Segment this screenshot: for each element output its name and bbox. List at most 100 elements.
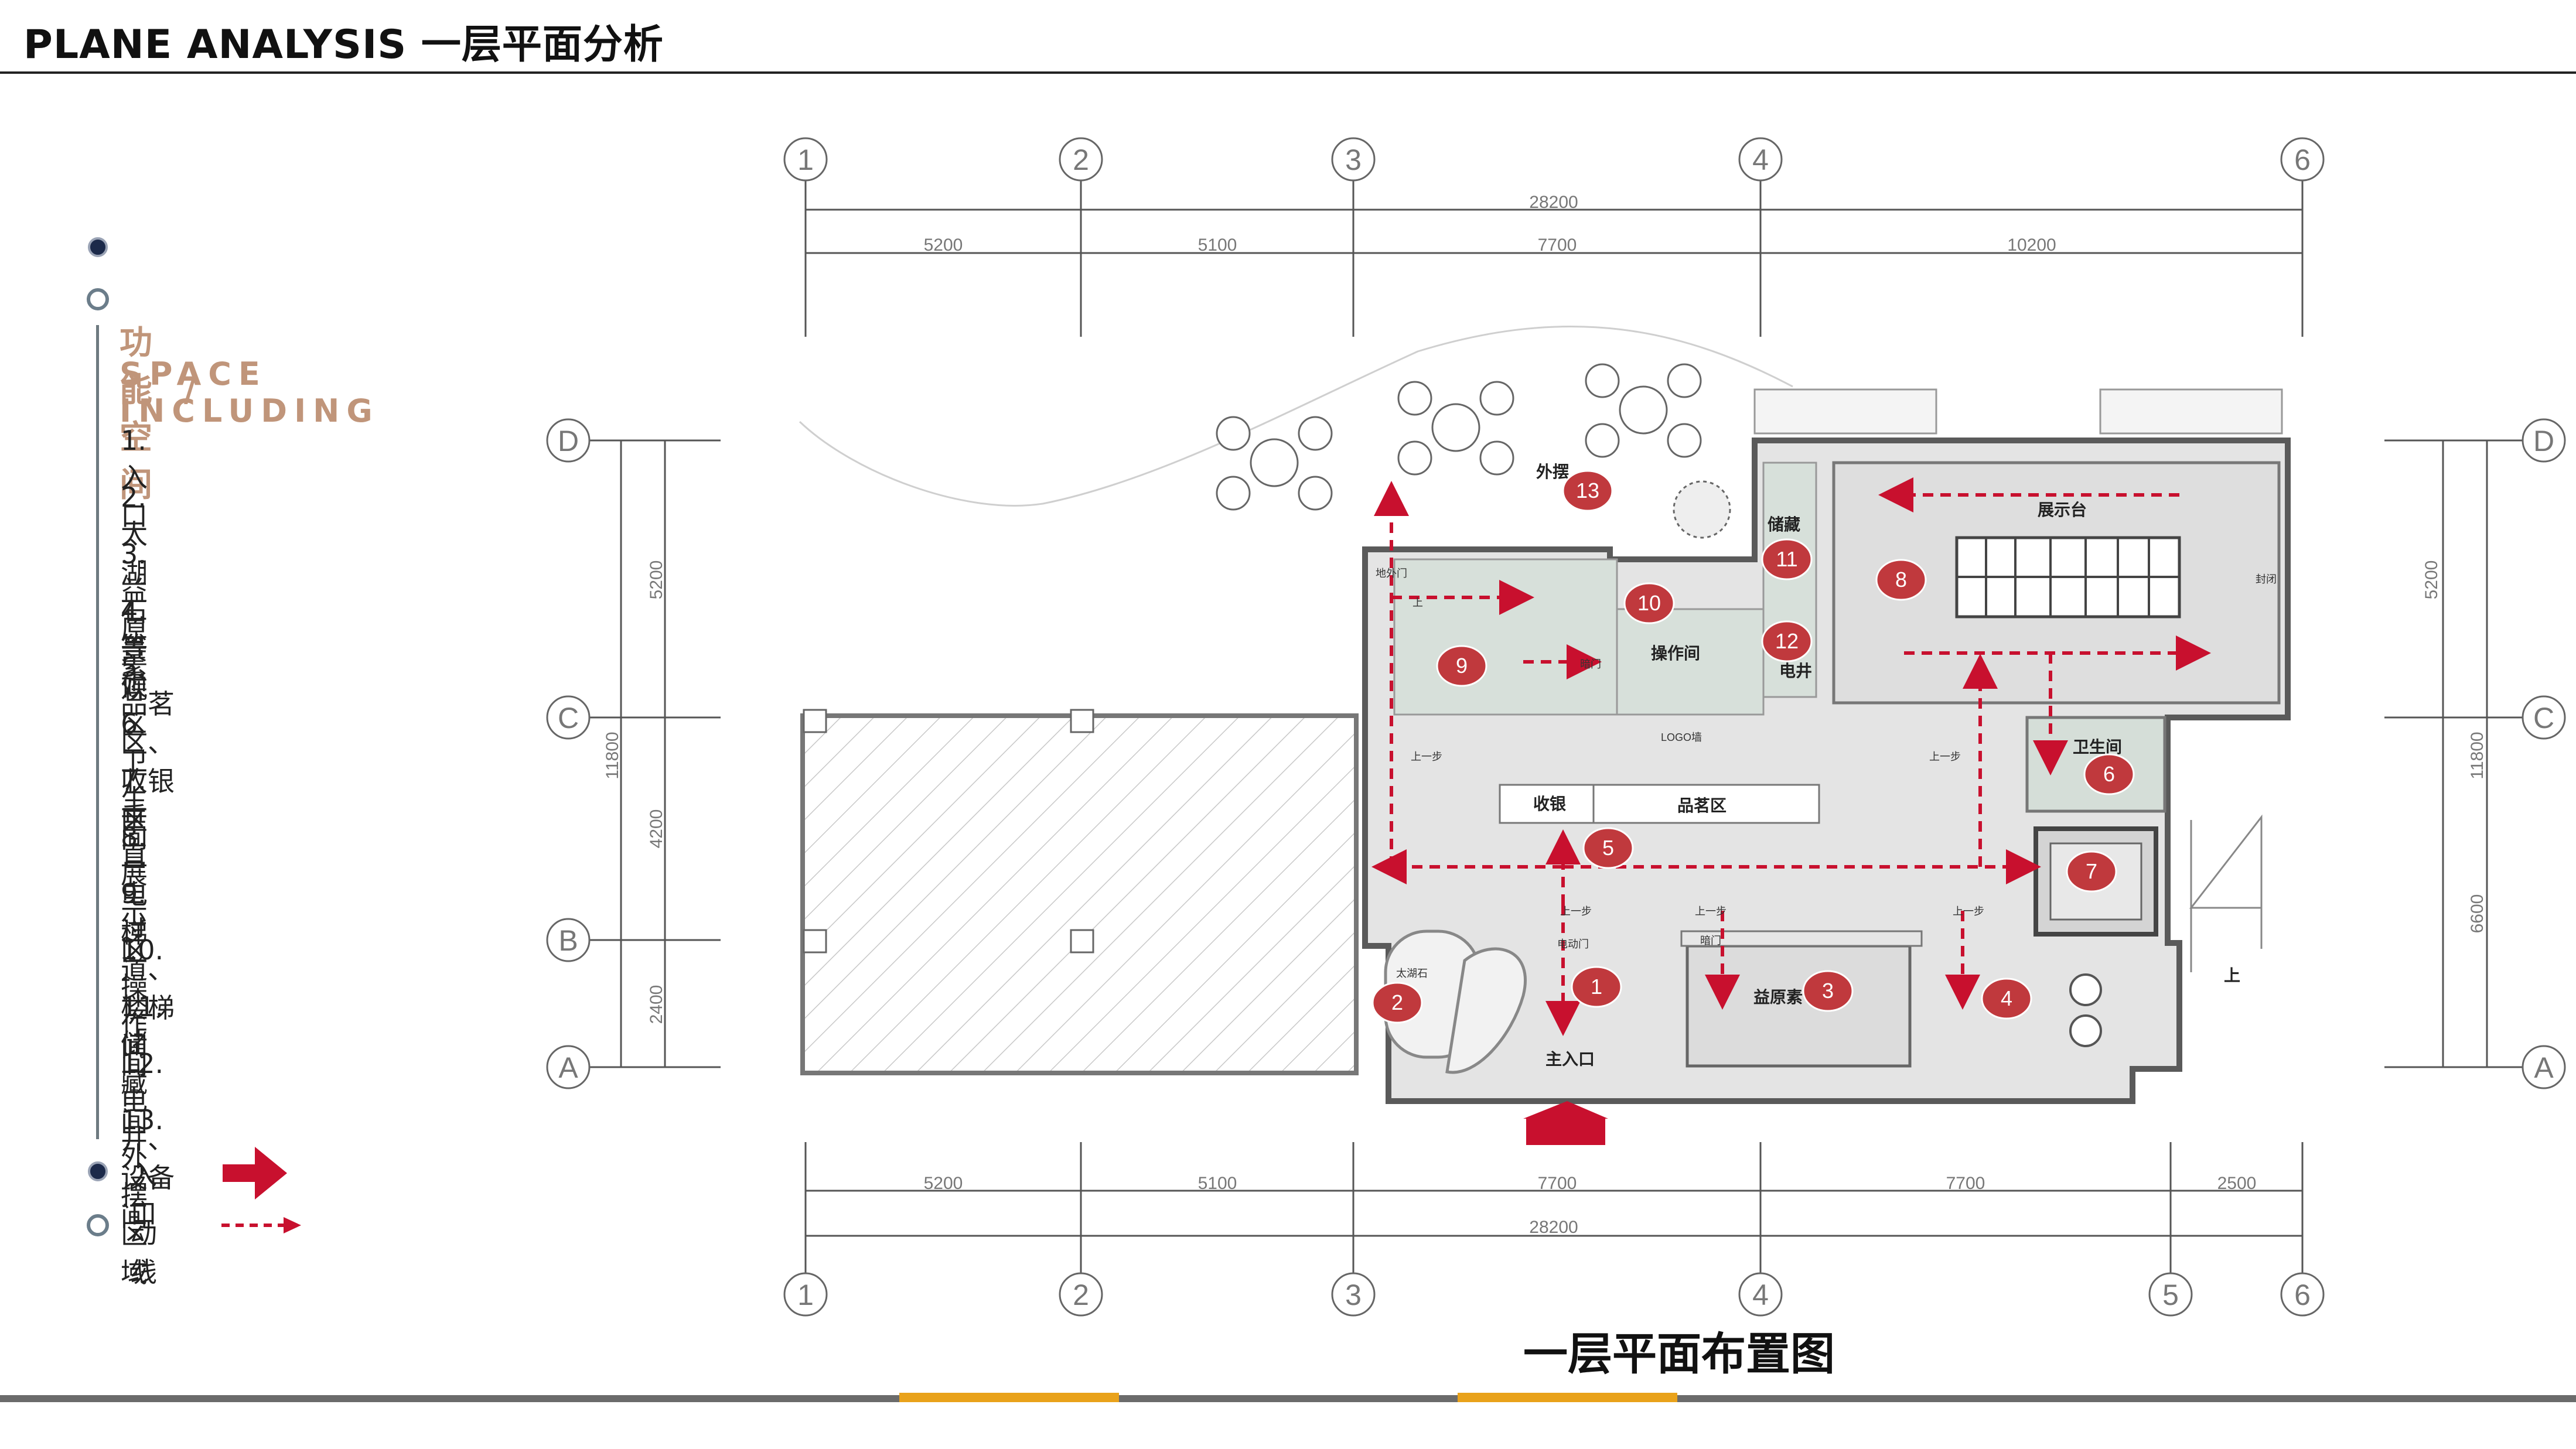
room-label: 益原素	[1753, 988, 1803, 1006]
legend-item: 7. 垂直电梯	[121, 764, 148, 949]
right-dimensions	[2384, 439, 2531, 1068]
room-label: 收银	[1533, 795, 1567, 813]
marker-number: 13	[1576, 479, 1599, 503]
room-label: 封闭	[2256, 573, 2277, 585]
room-label: 外摆	[1536, 463, 1569, 481]
marker-number: 9	[1456, 654, 1468, 678]
title-divider	[0, 71, 2576, 74]
footer-accent	[899, 1393, 1119, 1402]
legend-item: 11.储藏间	[121, 991, 164, 1137]
corridor-zone	[1393, 558, 1618, 716]
axis-label: 1	[797, 1279, 814, 1311]
room-label: 主入口	[1545, 1050, 1595, 1068]
legend-item: 1. 入口	[121, 425, 148, 532]
legend-item: 4. 等候区	[121, 594, 148, 740]
circulation-flow	[1371, 477, 2211, 1036]
dimension-text: 5200	[647, 561, 666, 600]
dimension-text: 5100	[1198, 1174, 1237, 1193]
axis-label: 3	[1345, 1279, 1362, 1311]
axis-label: 2	[1073, 1279, 1089, 1311]
room-markers	[1371, 470, 2135, 1024]
top-dimensions	[804, 176, 2304, 337]
marker-number: 11	[1776, 547, 1797, 571]
bullet-filled-icon	[88, 237, 108, 257]
room-label: 上	[1412, 597, 1423, 609]
axis-label: 2	[1073, 143, 1089, 176]
legend-item: 12.电井、设备间	[121, 1048, 175, 1232]
entry-arrow-icon	[223, 1147, 287, 1199]
room-label: 上一步	[1953, 905, 1984, 917]
bullet-filled-icon	[88, 1161, 108, 1181]
legend-item: 2. 太湖石景观	[121, 481, 148, 705]
dimension-text: 2400	[647, 985, 666, 1024]
bullet-ring-icon	[87, 1214, 109, 1236]
dimension-text: 7700	[1538, 235, 1577, 255]
marker-number: 1	[1591, 975, 1602, 999]
axis-label: 6	[2294, 1279, 2311, 1311]
bottom-dimensions	[804, 1142, 2304, 1277]
room-label: 上一步	[1411, 751, 1442, 763]
room-label: 电井	[1779, 662, 1812, 680]
legend-item: 5. 品茗区、收银区	[121, 651, 175, 836]
legend-item: 9. 过道、楼梯间	[121, 878, 175, 1062]
room-label: 储藏	[1768, 515, 1800, 534]
legend-item: 8. 展示区	[121, 821, 148, 967]
axis-label: A	[558, 1051, 578, 1084]
room-label: 地外门	[1376, 568, 1407, 579]
marker-number: 5	[1602, 836, 1614, 860]
marker-number: 6	[2103, 762, 2115, 786]
main-entrance-arrow	[1523, 1101, 1608, 1145]
hatched-wing	[800, 713, 1359, 1075]
dimension-total: 28200	[1529, 1218, 1578, 1237]
waiting-seats	[2069, 973, 2102, 1047]
dimension-text: 5200	[924, 235, 963, 255]
legend-item: 13.外摆区域	[121, 1104, 164, 1289]
axis-label: A	[2534, 1051, 2554, 1084]
axis-label: C	[558, 702, 579, 734]
dimension-text: 6600	[2468, 894, 2487, 934]
cashier-counter	[1499, 784, 1820, 824]
dimension-text: 7700	[1538, 1174, 1577, 1193]
entry-key-label: 入口	[130, 1159, 163, 1229]
room-label: 操作间	[1651, 644, 1700, 662]
room-label: 上	[2224, 966, 2240, 985]
axis-label: B	[558, 924, 578, 957]
dimension-total: 11800	[2468, 732, 2487, 779]
axis-label: 4	[1752, 1279, 1769, 1311]
room-label: 卫生间	[2073, 738, 2122, 756]
axis-label: C	[2533, 702, 2554, 734]
right-axis-bubbles	[2522, 418, 2566, 1089]
left-axis-bubbles	[546, 418, 591, 1089]
room-label: LOGO墙	[1661, 732, 1702, 743]
page-title: PLANE ANALYSIS 一层平面分析	[23, 22, 664, 68]
marker-number: 12	[1775, 629, 1799, 653]
room-label: 品茗区	[1677, 797, 1727, 815]
marker-number: 2	[1391, 990, 1403, 1014]
dimension-text: 2500	[2217, 1174, 2257, 1193]
dimension-text: 5100	[1198, 235, 1237, 255]
bottom-axis-bubbles	[783, 1272, 2325, 1317]
footer-bar	[0, 1395, 2576, 1402]
legend-heading-cn: 功能/空间	[120, 324, 228, 504]
room-label: 电动门	[1557, 938, 1589, 950]
marker-number: 8	[1895, 568, 1907, 592]
marker-number: 4	[2001, 986, 2012, 1010]
dimension-total: 11800	[603, 732, 622, 779]
dimension-text: 5200	[2422, 561, 2441, 600]
room-label: 暗门	[1580, 658, 1601, 670]
room-label: 上一步	[1929, 751, 1961, 763]
axis-label: 6	[2294, 143, 2311, 176]
legend-item: 10.操作间	[121, 934, 164, 1080]
outdoor-tables	[1216, 363, 1731, 539]
bullet-ring-icon	[87, 288, 109, 310]
axis-label: D	[2533, 425, 2554, 457]
axis-label: 3	[1345, 143, 1362, 176]
top-axis-bubbles	[783, 137, 2325, 182]
marker-number: 7	[2086, 859, 2097, 883]
room-label: 上一步	[1695, 905, 1727, 917]
marker-number: 3	[1822, 979, 1834, 1003]
terrace-boundary	[799, 325, 1793, 507]
dimension-total: 28200	[1529, 193, 1578, 212]
operation-zone	[1616, 608, 1765, 716]
